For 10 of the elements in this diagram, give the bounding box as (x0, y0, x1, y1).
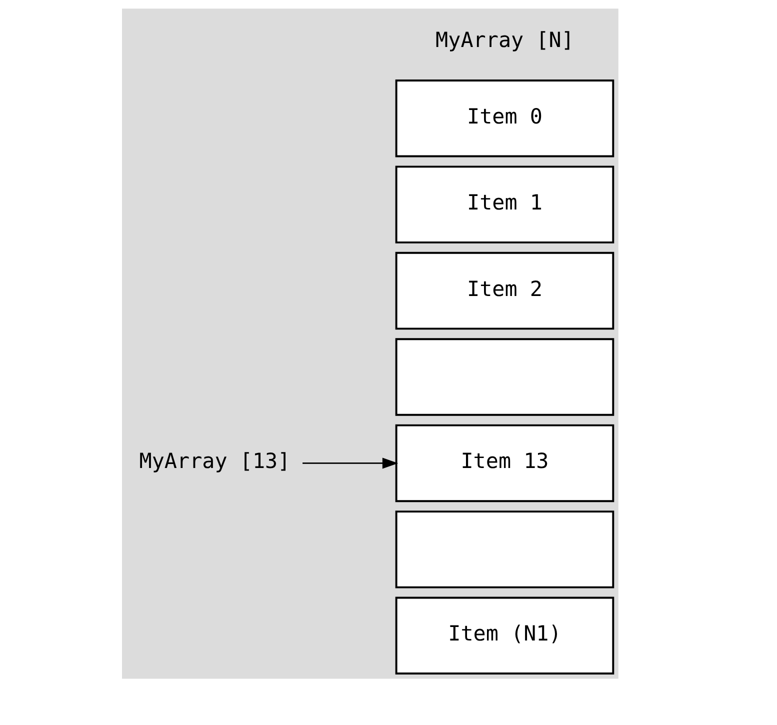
node-box (394, 338, 614, 416)
node-box: Item 1 (394, 166, 614, 244)
node-box: Item 2 (394, 252, 614, 330)
node-text: MyArray [13] (138, 449, 290, 474)
arrow (302, 458, 398, 469)
node-box: Item 13 (394, 424, 614, 502)
label: MyArray [N] (435, 28, 574, 52)
node-box: Item (N1) (394, 596, 614, 674)
node-box: Item 0 (394, 80, 614, 158)
node-box (394, 510, 614, 588)
